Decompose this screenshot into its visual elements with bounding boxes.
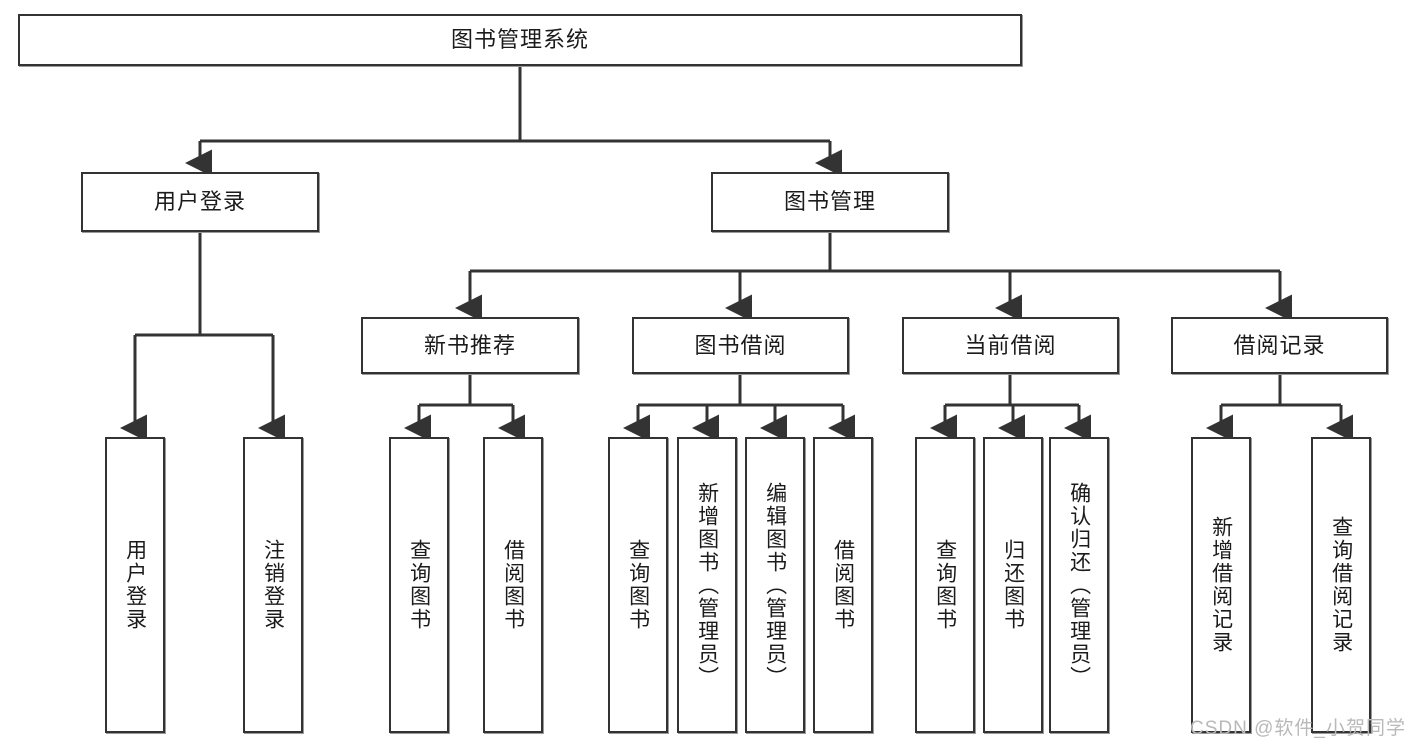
leaf-user-login-label: 用户登录 <box>123 539 147 631</box>
leaf-query-book-current-label: 查询图书 <box>933 539 957 631</box>
leaf-logout-label: 注销登录 <box>261 539 285 631</box>
leaf-logout[interactable]: 注销登录 <box>243 437 303 733</box>
leaf-confirm-return-admin-label: 确认归还（管理员） <box>1067 481 1091 689</box>
leaf-confirm-return-admin[interactable]: 确认归还（管理员） <box>1049 437 1109 733</box>
leaf-user-login[interactable]: 用户登录 <box>105 437 165 733</box>
leaf-return-book[interactable]: 归还图书 <box>983 437 1043 733</box>
leaf-borrow-book-newbook[interactable]: 借阅图书 <box>483 437 543 733</box>
node-book-management[interactable]: 图书管理 <box>711 172 949 232</box>
leaf-edit-book-admin-label: 编辑图书（管理员） <box>763 481 787 689</box>
leaf-query-borrow-record[interactable]: 查询借阅记录 <box>1311 437 1371 733</box>
node-new-book-recommend[interactable]: 新书推荐 <box>361 317 579 374</box>
leaf-query-borrow-record-label: 查询借阅记录 <box>1329 516 1353 654</box>
node-root-label: 图书管理系统 <box>450 27 589 53</box>
node-new-book-recommend-label: 新书推荐 <box>423 332 516 358</box>
leaf-edit-book-admin[interactable]: 编辑图书（管理员） <box>745 437 805 733</box>
node-user-login-label: 用户登录 <box>153 189 246 215</box>
leaf-borrow-book-newbook-label: 借阅图书 <box>501 539 525 631</box>
leaf-borrow-book-label: 借阅图书 <box>831 539 855 631</box>
node-current-borrow[interactable]: 当前借阅 <box>902 317 1119 374</box>
node-borrow-records-label: 借阅记录 <box>1233 332 1326 358</box>
node-user-login[interactable]: 用户登录 <box>81 172 319 232</box>
leaf-query-book-current[interactable]: 查询图书 <box>915 437 975 733</box>
node-book-borrow[interactable]: 图书借阅 <box>632 317 849 374</box>
node-borrow-records[interactable]: 借阅记录 <box>1171 317 1388 374</box>
node-book-borrow-label: 图书借阅 <box>694 332 787 358</box>
leaf-add-book-admin-label: 新增图书（管理员） <box>695 481 719 689</box>
leaf-borrow-book[interactable]: 借阅图书 <box>813 437 873 733</box>
leaf-query-book-newbook[interactable]: 查询图书 <box>389 437 449 733</box>
leaf-add-book-admin[interactable]: 新增图书（管理员） <box>677 437 737 733</box>
leaf-query-book-newbook-label: 查询图书 <box>407 539 431 631</box>
node-current-borrow-label: 当前借阅 <box>964 332 1057 358</box>
node-root[interactable]: 图书管理系统 <box>18 14 1022 66</box>
csdn-watermark: CSDN @软件_小贺同学 <box>1190 718 1405 739</box>
leaf-add-borrow-record[interactable]: 新增借阅记录 <box>1191 437 1251 733</box>
leaf-query-book-borrow-label: 查询图书 <box>626 539 650 631</box>
leaf-query-book-borrow[interactable]: 查询图书 <box>608 437 668 733</box>
leaf-add-borrow-record-label: 新增借阅记录 <box>1209 516 1233 654</box>
leaf-return-book-label: 归还图书 <box>1001 539 1025 631</box>
node-book-management-label: 图书管理 <box>783 189 876 215</box>
